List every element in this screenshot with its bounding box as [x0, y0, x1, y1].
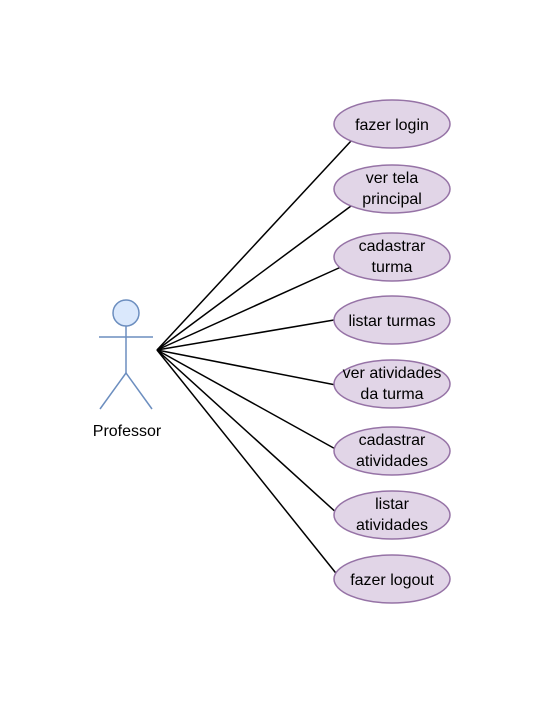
use-case-label-wrap: cadastrar turma [358, 238, 426, 276]
use-case-label: ver atividades da turma [342, 365, 442, 403]
use-case-ellipse [333, 99, 451, 149]
association-listar-atividades [156, 349, 340, 516]
use-case-cadastrar-atividades[interactable]: cadastrar atividades [333, 426, 451, 476]
use-case-listar-atividades[interactable]: listar atividades [333, 490, 451, 540]
association-fazer-logout [156, 349, 340, 578]
use-case-ellipse [333, 554, 451, 604]
use-case-label-wrap: cadastrar atividades [355, 432, 429, 470]
use-case-ellipse [333, 359, 451, 409]
use-case-label: listar atividades [355, 496, 429, 534]
actor-professor[interactable] [99, 299, 153, 410]
association-listar-turmas [156, 319, 335, 351]
association-ver-atividades-da-turma [156, 349, 342, 387]
actor-head [112, 299, 140, 327]
use-case-label: fazer logout [350, 572, 434, 589]
association-lines [156, 140, 352, 578]
association-cadastrar-atividades [156, 349, 340, 452]
use-case-label-wrap: listar atividades [355, 496, 429, 534]
association-cadastrar-turma [156, 266, 342, 351]
use-case-fazer-logout[interactable]: fazer logout [333, 554, 451, 604]
association-ver-tela-principal [156, 205, 352, 351]
actor-label: Professor [93, 423, 162, 440]
use-case-label: cadastrar atividades [355, 432, 429, 470]
use-case-label: ver tela principal [362, 170, 422, 208]
association-fazer-login [156, 140, 352, 351]
use-case-ellipse [333, 426, 451, 476]
use-case-ver-tela-principal[interactable]: ver tela principal [333, 164, 451, 214]
use-case-label-wrap: ver atividades da turma [342, 365, 442, 403]
use-case-label-wrap: ver tela principal [362, 170, 422, 208]
use-case-listar-turmas[interactable]: listar turmas [333, 295, 451, 345]
use-case-label: listar turmas [348, 313, 435, 330]
use-case-ver-atividades-da-turma[interactable]: ver atividades da turma [332, 359, 452, 409]
use-case-ellipse [333, 232, 451, 282]
use-case-cadastrar-turma[interactable]: cadastrar turma [333, 232, 451, 282]
use-case-ellipse [333, 295, 451, 345]
use-case-ellipse [333, 164, 451, 214]
use-case-label: fazer login [355, 117, 429, 134]
use-case-label: cadastrar turma [358, 238, 426, 276]
actor-left-leg [99, 372, 127, 410]
use-case-fazer-login[interactable]: fazer login [333, 99, 451, 149]
actor-right-leg [125, 372, 153, 410]
use-case-ellipse [333, 490, 451, 540]
